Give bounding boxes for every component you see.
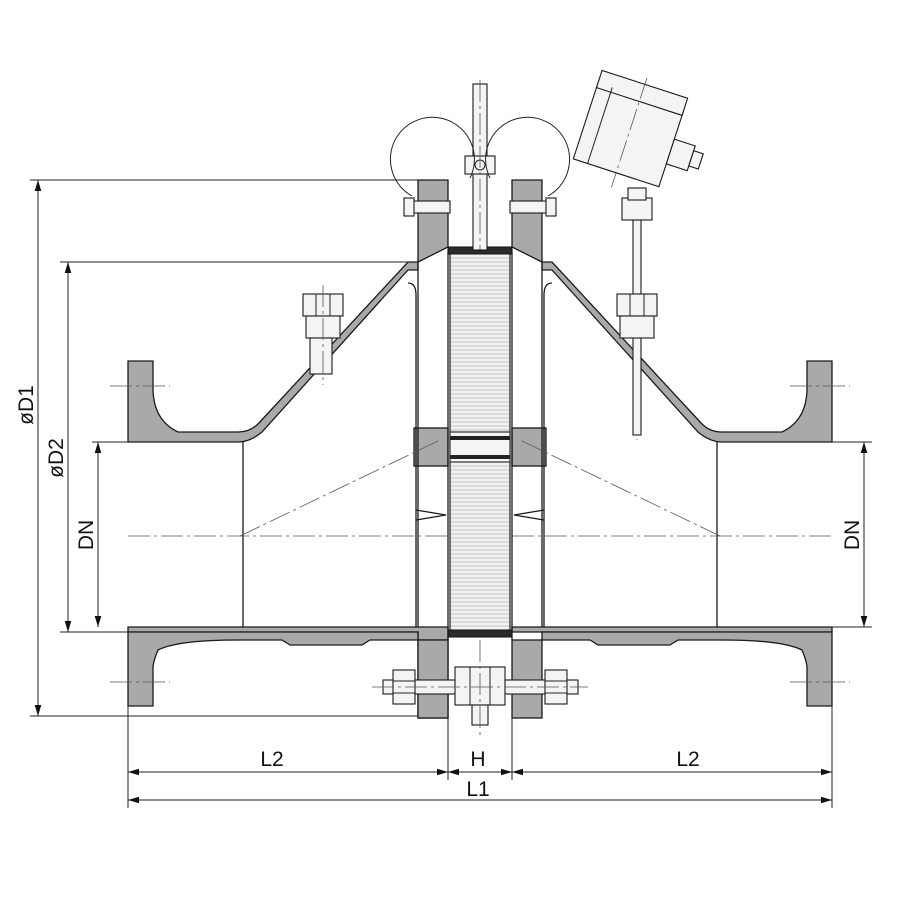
eye-bolt-right <box>485 116 571 217</box>
eye-bolt-left <box>389 116 475 217</box>
dimensions <box>30 179 872 808</box>
dim-label-h: H <box>470 748 485 771</box>
dim-label-dn-left: DN <box>75 520 98 550</box>
drain-plug-left <box>302 285 344 385</box>
dim-label-od2: øD2 <box>45 438 68 478</box>
dim-label-l2-left: L2 <box>260 748 283 771</box>
dim-label-l1: L1 <box>466 778 489 801</box>
lifting-lug <box>464 80 496 251</box>
left-housing <box>110 179 449 719</box>
arrester-element <box>447 246 513 640</box>
right-housing <box>511 179 850 719</box>
temperature-sensor <box>572 69 704 440</box>
dim-label-l2-right: L2 <box>676 748 699 771</box>
dim-label-od1: øD1 <box>15 385 38 425</box>
bottom-bolt <box>372 640 588 735</box>
dim-label-dn-right: DN <box>841 520 864 550</box>
